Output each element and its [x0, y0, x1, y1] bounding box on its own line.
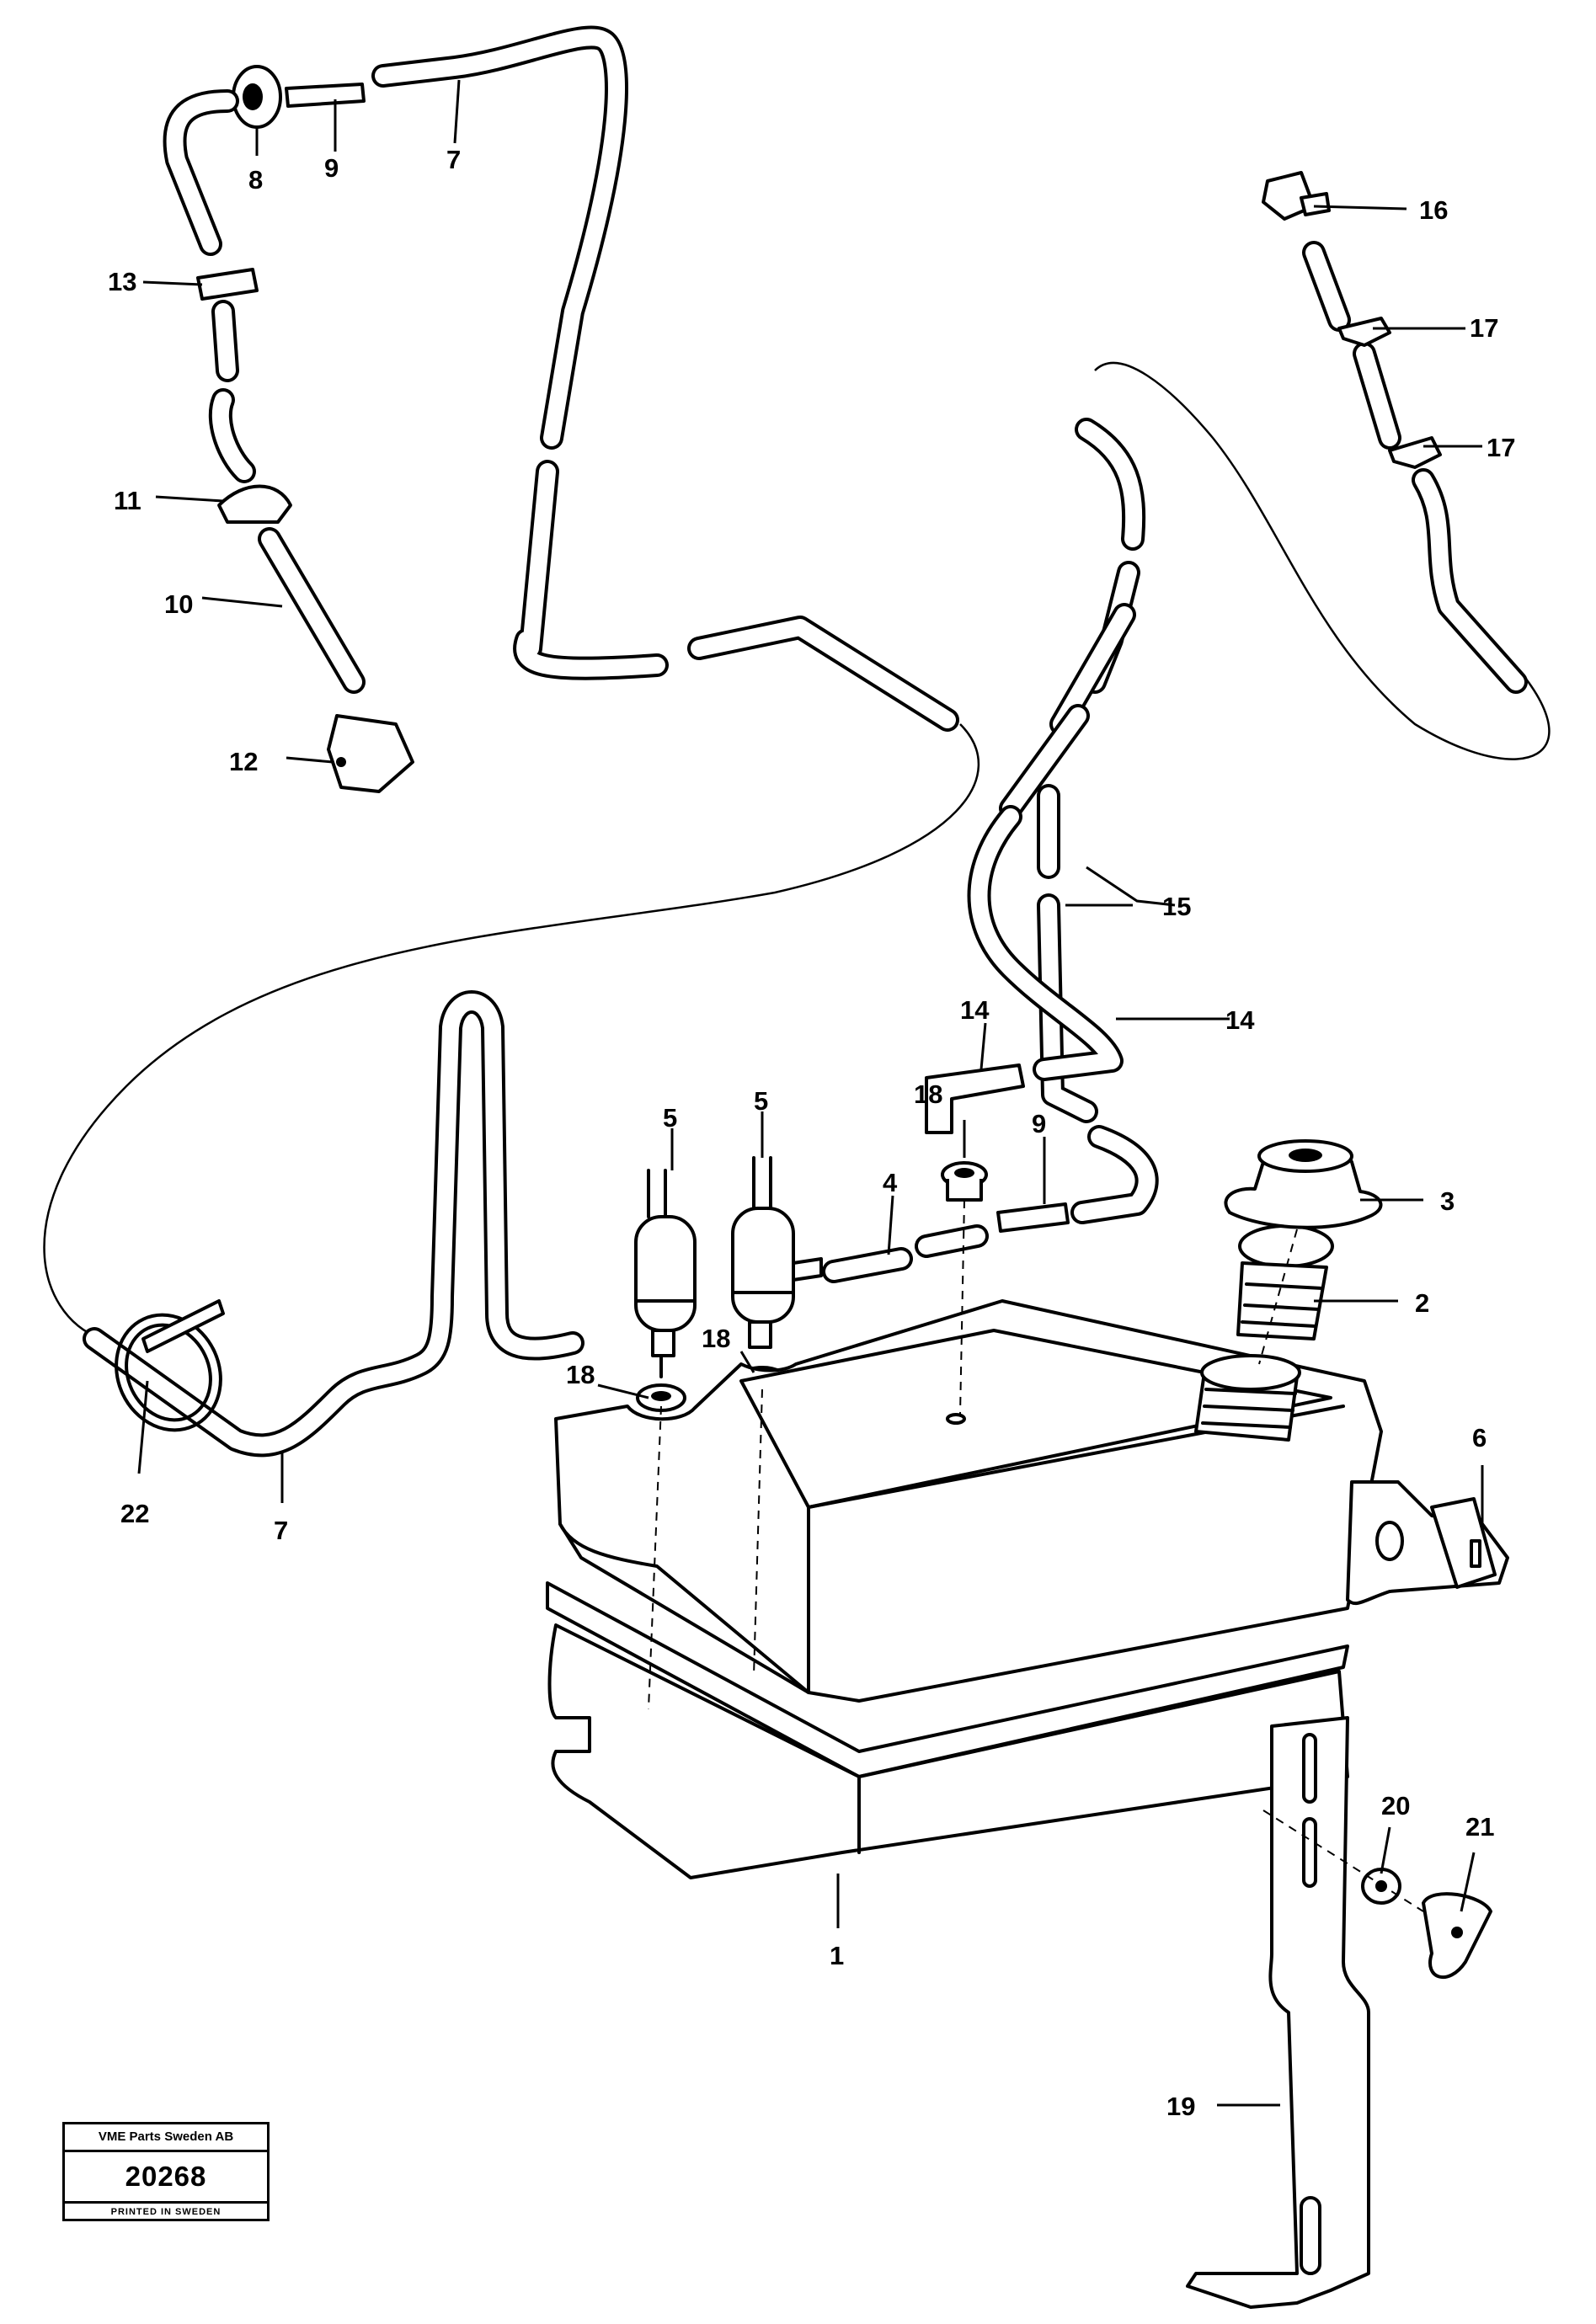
hose-7-lower — [83, 990, 584, 1458]
hose-left-upper — [163, 89, 256, 483]
connector-9-middle — [996, 1202, 1070, 1233]
nozzle-16 — [1262, 171, 1331, 221]
washer-pump-5-right — [731, 1156, 823, 1349]
leader-lines — [137, 79, 1484, 2107]
hose-4 — [822, 1224, 989, 1283]
callout-10: 10 — [164, 589, 193, 619]
hose-right-upper — [1302, 241, 1528, 694]
wing-nut-21 — [1422, 1892, 1492, 1980]
washer-tank-1 — [546, 1299, 1383, 1879]
washer-20 — [1361, 1868, 1401, 1905]
stamp-company: VME Parts Sweden AB — [65, 2124, 267, 2152]
callout-5-left: 5 — [663, 1103, 677, 1133]
callout-18-right: 18 — [702, 1324, 730, 1353]
callout-20: 20 — [1381, 1791, 1410, 1820]
callout-3: 3 — [1440, 1186, 1455, 1216]
routing-line-left — [43, 723, 980, 1341]
hose-10 — [258, 527, 366, 694]
clip-13 — [196, 268, 259, 301]
clip-17-upper — [1337, 317, 1391, 347]
callout-17-lower: 17 — [1487, 433, 1515, 462]
grommet-18-left — [636, 1383, 686, 1412]
filler-cap-3 — [1224, 1139, 1383, 1229]
callout-15: 15 — [1162, 892, 1191, 921]
callout-7-lower: 7 — [274, 1516, 288, 1545]
callout-9-top: 9 — [324, 153, 339, 183]
callout-14-right: 14 — [1225, 1005, 1255, 1035]
assembly-line-left — [648, 1405, 662, 1710]
strap-6 — [1346, 1480, 1509, 1606]
callout-16: 16 — [1419, 195, 1448, 225]
assembly-line-middle — [753, 1389, 763, 1676]
nozzle-12 — [327, 714, 414, 793]
assembly-line-bracket — [1262, 1810, 1424, 1912]
callout-11: 11 — [114, 486, 141, 515]
callout-18-left: 18 — [566, 1360, 595, 1389]
callout-13: 13 — [108, 267, 136, 296]
callout-1: 1 — [830, 1941, 844, 1970]
elbow-14 — [925, 1063, 1025, 1134]
bracket-19 — [1186, 1716, 1370, 2309]
callout-4: 4 — [883, 1168, 898, 1197]
grommet-18-middle — [941, 1161, 988, 1202]
clip-11 — [217, 484, 292, 524]
hose-15 — [999, 418, 1146, 1123]
stamp-printed: PRINTED IN SWEDEN — [110, 2207, 222, 2217]
callout-21: 21 — [1465, 1812, 1494, 1842]
callout-5-right: 5 — [754, 1086, 768, 1116]
connector-9-top — [285, 83, 366, 108]
hose-7-upper — [371, 25, 959, 732]
callout-14-left: 14 — [960, 995, 990, 1025]
routing-line-right — [1094, 361, 1551, 760]
assembly-line-cap — [1258, 1229, 1298, 1365]
assembly-line-top — [959, 1199, 965, 1415]
filler-neck — [1194, 1354, 1301, 1442]
stamp-number: 20268 — [65, 2152, 267, 2204]
drawing-stamp: VME Parts Sweden AB 20268 PRINTED IN SWE… — [62, 2122, 270, 2221]
hose-clamp-22 — [115, 1299, 225, 1432]
callout-22: 22 — [120, 1499, 149, 1528]
callout-17-upper: 17 — [1470, 313, 1498, 343]
callout-18-middle: 18 — [914, 1079, 942, 1109]
washer-pump-5-left — [634, 1169, 697, 1378]
callout-9-middle: 9 — [1032, 1109, 1046, 1138]
callout-12: 12 — [229, 747, 258, 776]
callout-2: 2 — [1415, 1288, 1429, 1318]
callout-6: 6 — [1472, 1423, 1487, 1452]
callout-7-top: 7 — [446, 145, 461, 174]
strainer-2 — [1236, 1224, 1334, 1341]
hose-14 — [967, 805, 1159, 1224]
washer-nozzle-8 — [232, 65, 282, 129]
callout-19: 19 — [1166, 2092, 1195, 2121]
callout-8: 8 — [248, 165, 263, 195]
